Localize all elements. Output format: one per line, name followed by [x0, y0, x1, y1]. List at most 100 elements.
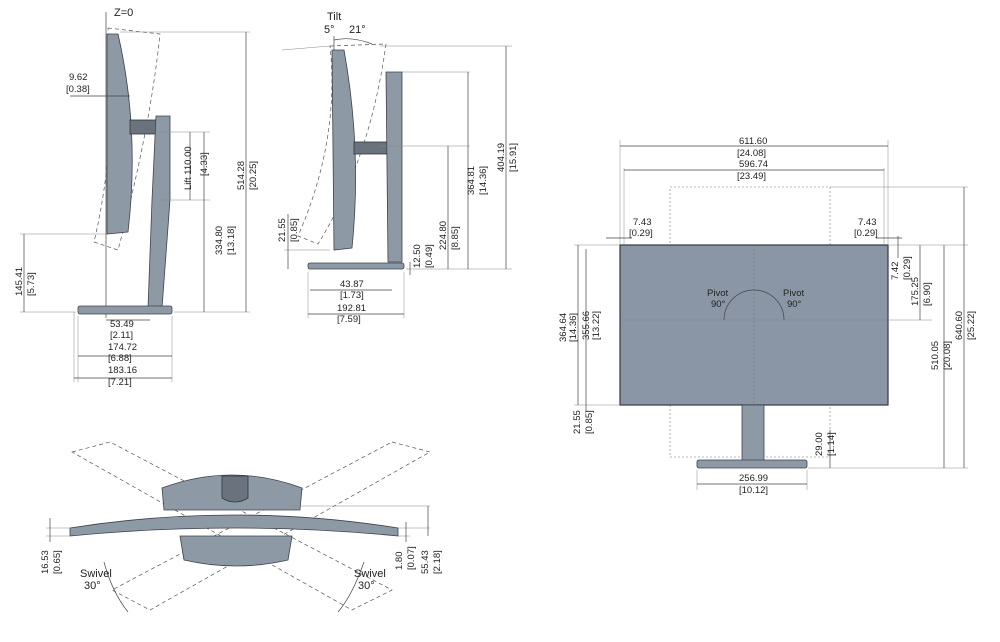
front-top-bezel-mm: 7.42: [890, 262, 901, 281]
tilt-column: [385, 71, 403, 263]
dim-lift-in: [4.33]: [199, 152, 210, 176]
tilt-stand-height-mm: 224.80: [438, 221, 449, 250]
front-base-width-mm: 256.99: [739, 473, 768, 484]
dim-depth-a-mm: 53.49: [110, 319, 134, 330]
top-view: 16.53 [0.65] 1.80 [0.07] 55.43 [2.18] Sw…: [40, 441, 443, 613]
tilt-height-mid-mm: 364.81: [466, 166, 477, 195]
pivot-arc: [723, 289, 785, 321]
tilt-label: Tilt: [327, 11, 341, 23]
stand-column: [147, 115, 171, 309]
front-base-clear-in: [1.14]: [826, 432, 837, 456]
top-neck: [221, 475, 249, 503]
dim-min-height-mm: 334.80: [214, 226, 225, 255]
front-bottom-bezel-mm: 21.55: [572, 410, 583, 434]
tilt-base: [307, 262, 405, 270]
dim-top-offset-in: [0.38]: [66, 84, 90, 95]
pivot-left-deg: 90°: [711, 299, 726, 310]
front-left-bezel-mm: 7.43: [633, 217, 652, 228]
dim-depth-c-mm: 183.16: [108, 365, 137, 376]
front-active-height-in: [13.22]: [591, 311, 602, 340]
dim-min-height-in: [13.18]: [226, 226, 237, 255]
front-left-bezel-in: [0.29]: [629, 228, 653, 239]
swivel-outline-right: [111, 441, 431, 611]
pivot-left-label: Pivot: [707, 288, 728, 299]
tilt-neck-depth-mm: 43.87: [340, 279, 364, 290]
tilt-bottom-offset-in: [0.85]: [289, 218, 300, 242]
dim-depth-b-mm: 174.72: [108, 342, 137, 353]
swivel-arc-left: [103, 561, 129, 613]
tilt-base-depth-in: [7.59]: [337, 314, 361, 325]
front-base-width-in: [10.12]: [739, 485, 768, 496]
front-height-640-in: [25.22]: [966, 311, 977, 340]
tilt-bottom-offset-mm: 21.55: [277, 218, 288, 242]
front-right-bezel-mm: 7.43: [858, 217, 877, 228]
dim-depth-c-in: [7.21]: [108, 377, 132, 388]
top-depth-right-b-mm: 55.43: [420, 550, 431, 574]
front-right-bezel-in: [0.29]: [854, 228, 878, 239]
front-base: [696, 459, 808, 469]
top-depth-right-a-in: [0.07]: [406, 546, 417, 570]
stand-base: [77, 305, 173, 315]
tilt-stand-height-in: [8.85]: [450, 226, 461, 250]
front-active-width-in: [23.49]: [737, 171, 766, 182]
swivel-outline-left: [71, 441, 393, 611]
tilt-outline: [297, 43, 387, 245]
dim-max-height-in: [20.25]: [248, 161, 259, 190]
monitor-side: [106, 33, 133, 235]
top-base: [179, 535, 293, 567]
front-top-bezel-in: [0.29]: [902, 256, 913, 280]
tilt-mount: [353, 141, 389, 155]
swivel-right-deg: 30°: [358, 580, 375, 592]
tilt-back-deg: 21°: [349, 24, 366, 36]
tilt-neck-gap-in: [0.49]: [424, 244, 435, 268]
dim-depth-a-in: [2.11]: [110, 330, 133, 341]
dim-lift-mm: Lift 110.00: [183, 146, 194, 190]
tilt-forward-deg: 5°: [324, 24, 335, 36]
front-overall-width-in: [24.08]: [737, 148, 766, 159]
tilt-monitor-side: [331, 49, 356, 251]
front-pivot-offset-in: [6.90]: [922, 282, 933, 306]
tilt-height-max-mm: 404.19: [496, 143, 507, 172]
front-panel-height-mm: 364.64: [558, 313, 569, 342]
tilt-base-depth-mm: 192.81: [337, 303, 366, 314]
swivel-left-deg: 30°: [84, 580, 101, 592]
front-height-510-in: [20.08]: [942, 341, 953, 370]
tilt-height-mid-in: [14.36]: [478, 166, 489, 195]
swivel-right-label: Swivel: [354, 568, 386, 580]
tilt-neck-depth-in: [1.73]: [340, 290, 364, 301]
tilt-neck-gap-mm: 12.50: [412, 244, 423, 268]
front-pivot-offset-mm: 175.25: [910, 277, 921, 306]
front-overall-width-mm: 611.60: [739, 136, 767, 147]
top-screen-curve: [69, 514, 399, 537]
pivot-right-deg: 90°: [787, 299, 802, 310]
front-base-clear-mm: 29.00: [814, 432, 825, 456]
raised-outline: [93, 27, 161, 251]
swivel-left-label: Swivel: [80, 568, 112, 580]
pivot-right-label: Pivot: [783, 288, 804, 299]
tilt-height-max-in: [15.91]: [508, 143, 519, 172]
mount-block: [129, 119, 159, 135]
z-zero-label: Z=0: [114, 7, 133, 19]
dim-max-height-mm: 514.28: [236, 161, 247, 190]
front-bottom-bezel-in: [0.85]: [584, 410, 595, 434]
front-active-height-mm: 355.66: [581, 311, 592, 340]
dim-bottom-clearance-in: [5.73]: [26, 272, 37, 296]
top-depth-left-mm: 16.53: [40, 550, 51, 574]
top-depth-right-b-in: [2.18]: [432, 550, 443, 574]
side-view-tilt: Tilt 5° 21° 21.55 [0.85] 224.80 [8.85] 3…: [277, 11, 519, 325]
front-panel-height-in: [14.36]: [568, 313, 579, 342]
dim-bottom-clearance-mm: 145.41: [14, 267, 25, 296]
dim-depth-b-in: [6.88]: [108, 353, 132, 364]
top-depth-right-a-mm: 1.80: [394, 552, 405, 571]
front-height-510-mm: 510.05: [930, 341, 941, 370]
top-depth-left-in: [0.65]: [52, 550, 63, 574]
front-active-width-mm: 596.74: [739, 159, 768, 170]
front-height-640-mm: 640.60: [954, 311, 965, 340]
front-view: Pivot 90° Pivot 90° 611.60 [24.08] 596.7…: [558, 136, 977, 496]
dim-top-offset-mm: 9.62: [69, 72, 88, 83]
front-neck: [741, 404, 765, 464]
swivel-arc-right: [337, 561, 365, 613]
side-view-height: Z=0 9.62 [0.38] Lift 110.00 [4.33] 514.2…: [14, 7, 259, 388]
